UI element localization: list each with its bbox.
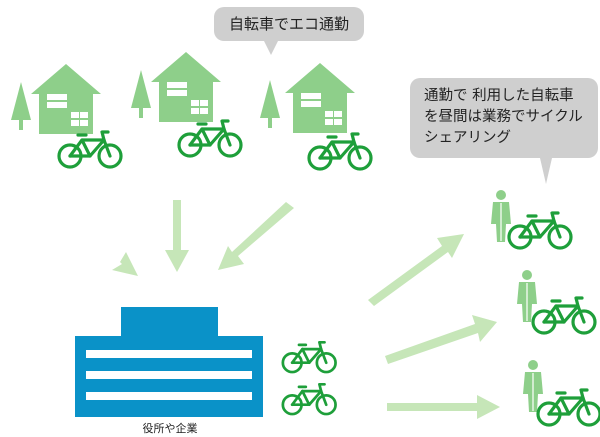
bicycle-icon (177, 119, 243, 158)
cycle-sharing-callout-line: を昼間は業務でサイクル (424, 109, 583, 125)
eco-commute-callout: 自転車でエコ通勤 (214, 7, 364, 55)
arrow-commute-right (218, 202, 294, 270)
house-icon (31, 64, 101, 134)
callout-tail (540, 158, 552, 184)
cycle-sharing-callout-line: 通勤で 利用した自転車 (424, 88, 574, 104)
person-icon (523, 360, 543, 412)
bicycle-icon (281, 382, 337, 416)
arrow-share-middle (385, 315, 497, 364)
person-icon (517, 270, 537, 322)
cycle-sharing-callout: 通勤で 利用した自転車 を昼間は業務でサイクル シェアリング (410, 78, 598, 184)
arrow-commute-left (62, 204, 138, 276)
house-icon (285, 63, 355, 133)
bicycle-icon (536, 388, 600, 427)
tree-icon (11, 82, 31, 130)
arrow-share-upper (368, 234, 464, 306)
tree-icon (260, 80, 280, 128)
arrow-share-lower (387, 395, 500, 419)
bicycle-icon (307, 132, 373, 171)
arrow-commute-center (165, 200, 189, 272)
callout-tail (264, 41, 278, 55)
eco-commute-callout-text: 自転車でエコ通勤 (228, 15, 349, 33)
house-icon (151, 52, 221, 122)
bicycle-icon (507, 211, 573, 250)
building-label: 役所や企業 (142, 422, 198, 435)
office-building-icon (75, 307, 263, 417)
bicycle-icon (57, 130, 123, 169)
bicycle-icon (281, 340, 337, 374)
tree-icon (131, 70, 151, 118)
bicycle-icon (531, 296, 597, 335)
cycle-sharing-callout-line: シェアリング (424, 130, 511, 146)
